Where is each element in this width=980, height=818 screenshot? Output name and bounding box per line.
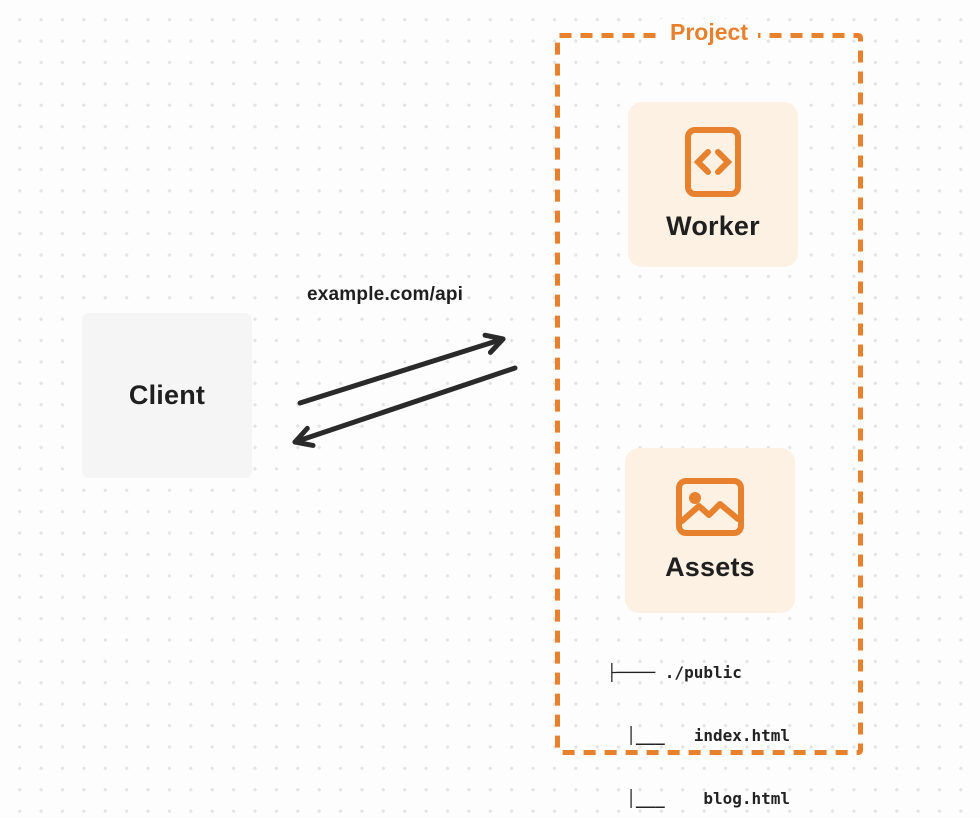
project-boundary: Project Worker Assets ├──── ./public │__…	[555, 19, 863, 808]
request-url-label: example.com/api	[307, 284, 464, 305]
assets-node: Assets	[625, 448, 795, 613]
image-icon	[676, 478, 744, 536]
client-node: Client	[82, 313, 252, 478]
request-response-arrows	[292, 332, 518, 448]
assets-label: Assets	[665, 552, 755, 582]
file-tree-root: ├──── ./public	[607, 663, 742, 682]
worker-node: Worker	[628, 102, 798, 267]
code-icon	[685, 127, 741, 197]
client-label: Client	[128, 380, 206, 410]
file-tree-item: │___ blog.html	[607, 789, 791, 808]
file-tree-item: │___ index.html	[607, 726, 791, 745]
file-tree: ├──── ./public │___ index.html │___ blog…	[607, 620, 790, 818]
response-arrow	[292, 365, 518, 448]
project-label: Project	[660, 19, 758, 46]
worker-label: Worker	[666, 211, 760, 241]
request-arrow	[297, 332, 506, 406]
